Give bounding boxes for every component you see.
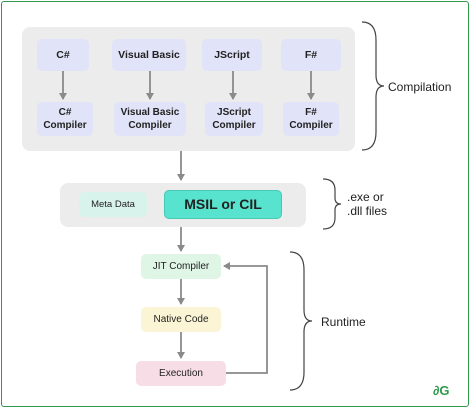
- native-code-box: Native Code: [141, 307, 221, 332]
- language-fsharp: F#: [281, 39, 341, 71]
- runtime-label: Runtime: [321, 315, 366, 329]
- compiler-visual-basic: Visual Basic Compiler: [114, 102, 186, 136]
- compilation-brace: [361, 21, 385, 151]
- language-jscript: JScript: [202, 39, 262, 71]
- compiler-csharp: C# Compiler: [37, 102, 93, 136]
- execution-box: Execution: [136, 361, 226, 386]
- msil-box: MSIL or CIL: [164, 190, 282, 219]
- files-label: .exe or .dll files: [347, 190, 388, 218]
- language-csharp: C#: [37, 39, 89, 71]
- geeksforgeeks-logo: ∂G: [433, 383, 450, 398]
- jit-compiler-box: JIT Compiler: [141, 254, 221, 279]
- compilation-label: Compilation: [388, 80, 452, 94]
- runtime-brace: [289, 251, 313, 391]
- metadata-box: Meta Data: [79, 192, 147, 217]
- language-visual-basic: Visual Basic: [112, 39, 186, 71]
- compiler-fsharp: F# Compiler: [283, 102, 339, 136]
- arrow-loop-back: [223, 262, 268, 374]
- files-brace: [322, 178, 342, 230]
- compiler-jscript: JScript Compiler: [205, 102, 263, 136]
- diagram-frame: [1, 1, 469, 407]
